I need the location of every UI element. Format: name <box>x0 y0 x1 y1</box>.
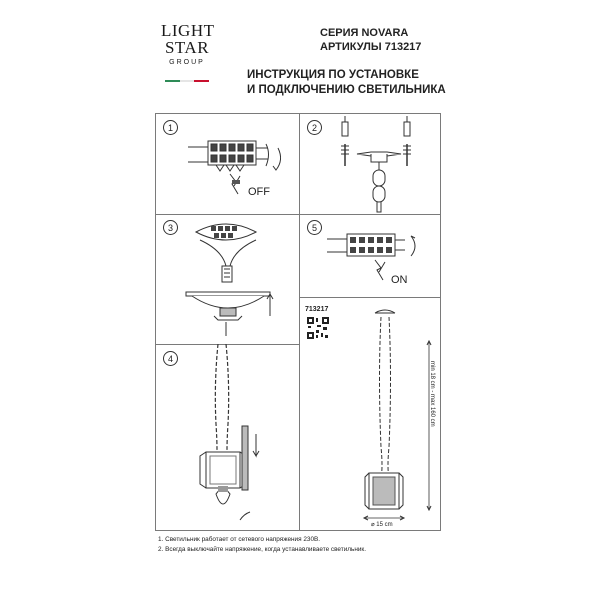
step-number: 4 <box>163 351 178 366</box>
logo-line-1: LIGHT <box>161 21 215 40</box>
step-number: 5 <box>307 220 322 235</box>
logo-line-3: GROUP <box>169 59 205 66</box>
on-label: ON <box>391 274 408 286</box>
title-line-2: И ПОДКЛЮЧЕНИЮ СВЕТИЛЬНИКА <box>247 84 446 96</box>
wiring-terminal-illustration <box>327 233 416 281</box>
diameter-label: ⌀ 15 cm <box>371 522 393 528</box>
pendant-assembly-illustration <box>199 343 260 521</box>
series-name: СЕРИЯ NOVARA <box>320 27 409 39</box>
article-code: 713217 <box>305 306 329 313</box>
step-number: 2 <box>307 120 322 135</box>
header-block: СЕРИЯ NOVARA АРТИКУЛЫ 713217 <box>320 26 421 54</box>
notes-block: 1. Светильник работает от сетевого напря… <box>158 535 366 555</box>
flag-stripe <box>165 80 210 82</box>
title-line-1: ИНСТРУКЦИЯ ПО УСТАНОВКЕ <box>247 69 419 81</box>
step-4-panel: 4 <box>156 343 300 531</box>
step-2-panel: 2 <box>299 114 441 215</box>
canopy-mounting-illustration <box>185 223 274 336</box>
logo-line-2: STAR <box>164 38 210 57</box>
instruction-frame: 1 OFF 2 <box>155 113 441 531</box>
article-numbers: АРТИКУЛЫ 713217 <box>320 41 422 53</box>
brand-logo: LIGHT STAR GROUP <box>161 21 215 92</box>
step-5-panel: 5 ON <box>299 214 441 298</box>
off-label: OFF <box>248 186 270 198</box>
mounting-bracket-illustration <box>341 116 411 213</box>
note-1: 1. Светильник работает от сетевого напря… <box>158 536 321 543</box>
wiring-terminal-illustration <box>188 140 282 195</box>
qr-code-icon <box>307 317 329 339</box>
step-1-panel: 1 OFF <box>156 114 300 215</box>
pendant-dimension-drawing <box>362 309 432 521</box>
step-number: 3 <box>163 220 178 235</box>
note-2: 2. Всегда выключайте напряжение, когда у… <box>158 546 366 553</box>
height-range-label: min 18 cm - max 160 cm <box>429 361 435 427</box>
step-3-panel: 3 <box>156 214 300 345</box>
step-number: 1 <box>163 120 178 135</box>
document-title: ИНСТРУКЦИЯ ПО УСТАНОВКЕ И ПОДКЛЮЧЕНИЮ СВ… <box>247 68 446 98</box>
spec-panel: 713217 min 18 cm - max 160 cm ⌀ 15 cm <box>299 297 441 531</box>
